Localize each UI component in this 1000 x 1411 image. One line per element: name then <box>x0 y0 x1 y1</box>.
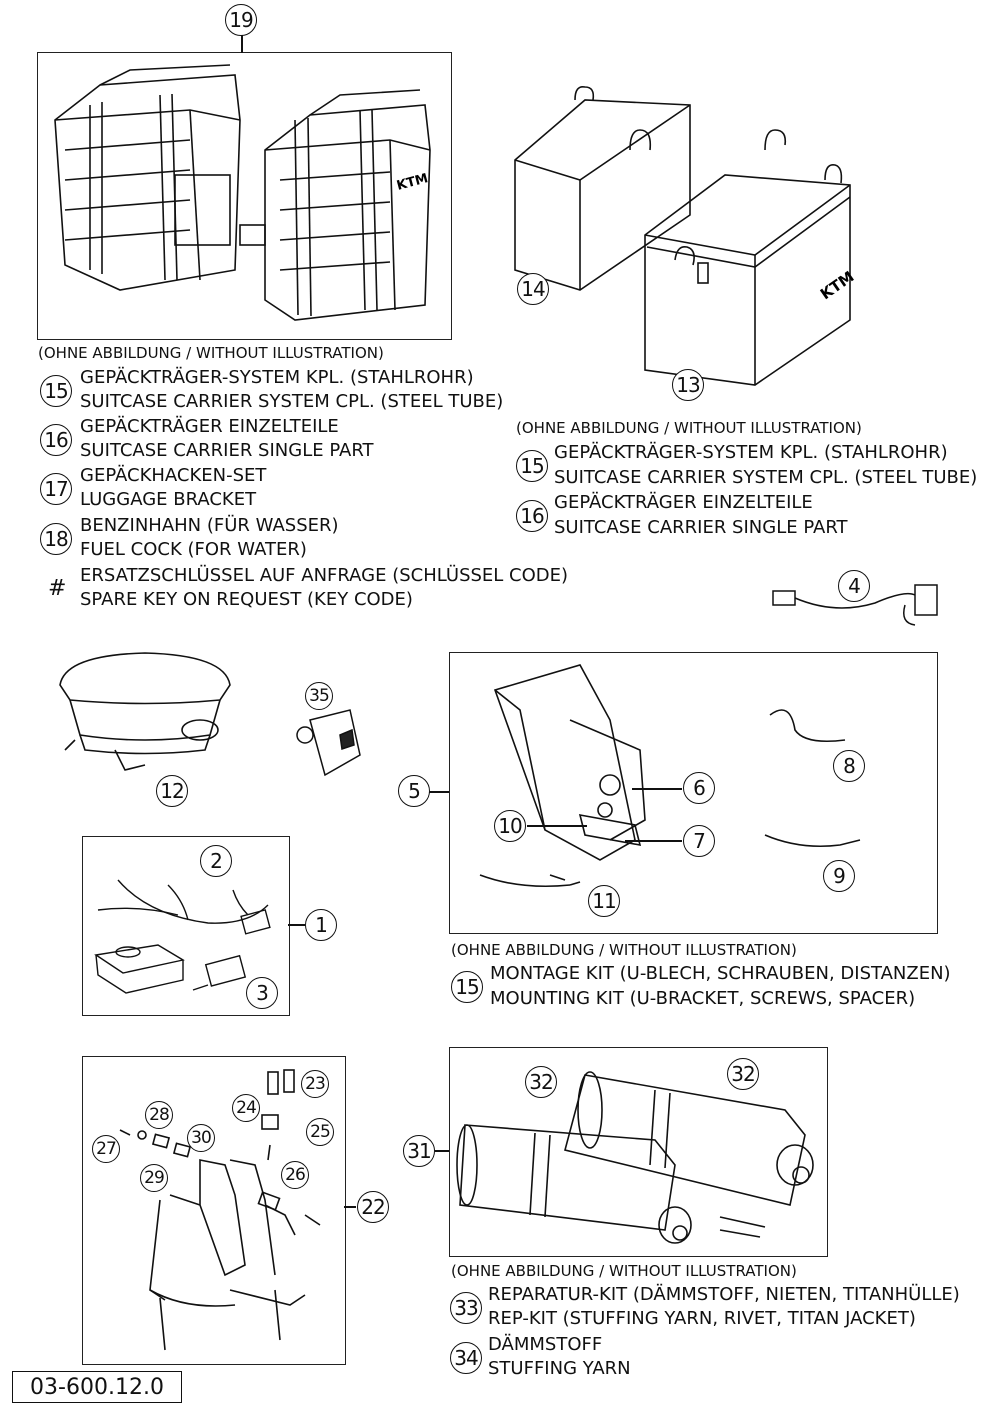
leader-10 <box>527 825 587 827</box>
callout-32-left[interactable]: 32 <box>525 1066 557 1098</box>
case-frame-19 <box>37 52 452 340</box>
legend-exhaust-note: (OHNE ABBILDUNG / WITHOUT ILLUSTRATION) <box>451 1262 797 1280</box>
legend-left-num-18: 18 <box>40 523 72 555</box>
leader-19 <box>241 35 243 53</box>
callout-27[interactable]: 27 <box>92 1135 120 1163</box>
callout-32-right[interactable]: 32 <box>727 1058 759 1090</box>
silencers-illustration <box>456 1071 814 1244</box>
legend-right-de-16: GEPÄCKTRÄGER EINZELTEILE <box>554 492 813 513</box>
callout-22[interactable]: 22 <box>357 1191 389 1223</box>
leader-22 <box>344 1206 356 1208</box>
legend-left-hash-de: ERSATZSCHLÜSSEL AUF ANFRAGE (SCHLÜSSEL C… <box>80 565 569 586</box>
legend-left-de-18: BENZINHAHN (FÜR WASSER) <box>80 515 339 536</box>
legend-left-hash: # <box>48 576 67 601</box>
legend-exhaust-num-34: 34 <box>450 1342 482 1374</box>
legend-left-de-17: GEPÄCKHACKEN-SET <box>80 465 267 486</box>
callout-28[interactable]: 28 <box>145 1101 173 1129</box>
stand-frame-22 <box>82 1056 346 1365</box>
callout-29[interactable]: 29 <box>140 1164 168 1192</box>
callout-9[interactable]: 9 <box>823 860 855 892</box>
exhaust-frame-31 <box>449 1047 828 1257</box>
callout-13[interactable]: 13 <box>672 369 704 401</box>
callout-5[interactable]: 5 <box>398 775 430 807</box>
callout-8[interactable]: 8 <box>833 750 865 782</box>
callout-31[interactable]: 31 <box>403 1135 435 1167</box>
center-stand-illustration <box>119 1069 321 1351</box>
legend-mount-note: (OHNE ABBILDUNG / WITHOUT ILLUSTRATION) <box>451 941 797 959</box>
legend-right-note: (OHNE ABBILDUNG / WITHOUT ILLUSTRATION) <box>516 419 862 437</box>
legend-exhaust-de-34: DÄMMSTOFF <box>488 1334 603 1355</box>
callout-2[interactable]: 2 <box>200 845 232 877</box>
key-pouch-illustration <box>296 709 361 777</box>
callout-12[interactable]: 12 <box>156 775 188 807</box>
callout-10[interactable]: 10 <box>494 810 526 842</box>
legend-left-de-15: GEPÄCKTRÄGER-SYSTEM KPL. (STAHLROHR) <box>80 367 474 388</box>
legend-left-en-18: FUEL COCK (FOR WATER) <box>80 539 307 560</box>
leader-5 <box>429 791 449 793</box>
brand-logo-box: KTM <box>817 267 857 303</box>
legend-exhaust-num-33: 33 <box>450 1292 482 1324</box>
callout-4[interactable]: 4 <box>838 570 870 602</box>
legend-mount-en: MOUNTING KIT (U-BRACKET, SCREWS, SPACER) <box>490 988 916 1009</box>
alarm-kit-illustration <box>94 879 271 994</box>
legend-mount-de: MONTAGE KIT (U-BLECH, SCHRAUBEN, DISTANZ… <box>490 963 951 984</box>
callout-3[interactable]: 3 <box>246 977 278 1009</box>
legend-right-num-15: 15 <box>516 450 548 482</box>
callout-14[interactable]: 14 <box>517 273 549 305</box>
legend-right-de-15: GEPÄCKTRÄGER-SYSTEM KPL. (STAHLROHR) <box>554 442 948 463</box>
legend-mount-num-15: 15 <box>451 971 483 1003</box>
legend-left-en-15: SUITCASE CARRIER SYSTEM CPL. (STEEL TUBE… <box>80 391 504 412</box>
legend-exhaust-en-34: STUFFING YARN <box>488 1358 631 1379</box>
leader-31 <box>435 1150 449 1152</box>
callout-19[interactable]: 19 <box>225 4 257 36</box>
callout-24[interactable]: 24 <box>232 1094 260 1122</box>
legend-left-de-16: GEPÄCKTRÄGER EINZELTEILE <box>80 416 339 437</box>
leader-1 <box>288 924 305 926</box>
legend-right-en-15: SUITCASE CARRIER SYSTEM CPL. (STEEL TUBE… <box>554 467 978 488</box>
callout-23[interactable]: 23 <box>301 1070 329 1098</box>
callout-6[interactable]: 6 <box>683 772 715 804</box>
callout-26[interactable]: 26 <box>281 1161 309 1189</box>
legend-exhaust-en-33: REP-KIT (STUFFING YARN, RIVET, TITAN JAC… <box>488 1308 916 1329</box>
legend-left-hash-en: SPARE KEY ON REQUEST (KEY CODE) <box>80 589 413 610</box>
legend-left-num-17: 17 <box>40 473 72 505</box>
brand-logo-case: KTM <box>395 171 430 194</box>
callout-7[interactable]: 7 <box>683 825 715 857</box>
leader-7 <box>625 840 682 842</box>
callout-30[interactable]: 30 <box>187 1124 215 1152</box>
legend-left-en-17: LUGGAGE BRACKET <box>80 489 257 510</box>
legend-right-en-16: SUITCASE CARRIER SINGLE PART <box>554 517 848 538</box>
legend-exhaust-de-33: REPARATUR-KIT (DÄMMSTOFF, NIETEN, TITANH… <box>488 1284 960 1305</box>
callout-25[interactable]: 25 <box>306 1118 334 1146</box>
bracket-illustration <box>479 664 861 887</box>
tank-bag-illustration <box>59 652 231 771</box>
legend-left-num-15: 15 <box>40 375 72 407</box>
callout-35[interactable]: 35 <box>305 682 333 710</box>
aluminium-boxes-illustration: KTM <box>514 85 857 386</box>
leader-6 <box>632 788 682 790</box>
part-code-box: 03-600.12.0 <box>12 1371 182 1403</box>
legend-left-num-16: 16 <box>40 424 72 456</box>
legend-left-en-16: SUITCASE CARRIER SINGLE PART <box>80 440 374 461</box>
side-cases-illustration: KTM <box>54 64 431 321</box>
legend-left-note: (OHNE ABBILDUNG / WITHOUT ILLUSTRATION) <box>38 344 384 362</box>
callout-11[interactable]: 11 <box>588 885 620 917</box>
cable-illustration-4 <box>772 584 938 626</box>
legend-right-num-16: 16 <box>516 500 548 532</box>
callout-1[interactable]: 1 <box>305 909 337 941</box>
